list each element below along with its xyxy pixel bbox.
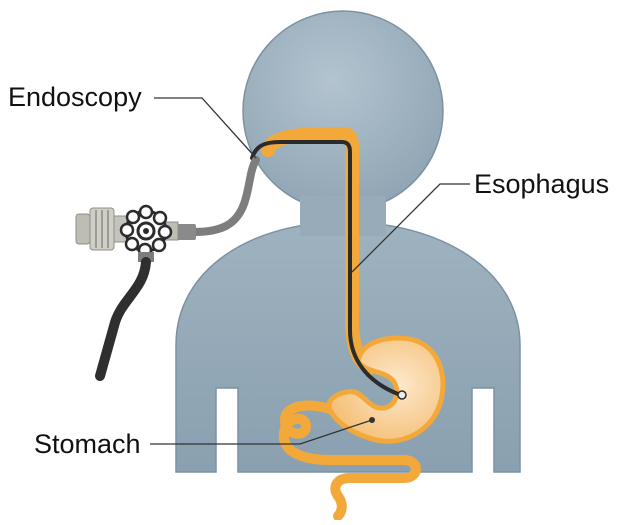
esophagus-label: Esophagus <box>474 171 609 198</box>
endoscopy-label: Endoscopy <box>8 84 142 111</box>
scope-cable-upper <box>190 160 256 232</box>
stomach-leader-dot <box>369 417 375 423</box>
scope-collar <box>176 224 196 240</box>
endoscopy-leader <box>154 98 256 158</box>
endoscope-tip <box>398 391 406 399</box>
neck-shape <box>300 196 386 236</box>
endoscope-handle <box>76 206 178 262</box>
head-shape <box>243 11 443 211</box>
scope-cable-lower <box>100 262 146 376</box>
stomach-label: Stomach <box>34 431 141 458</box>
